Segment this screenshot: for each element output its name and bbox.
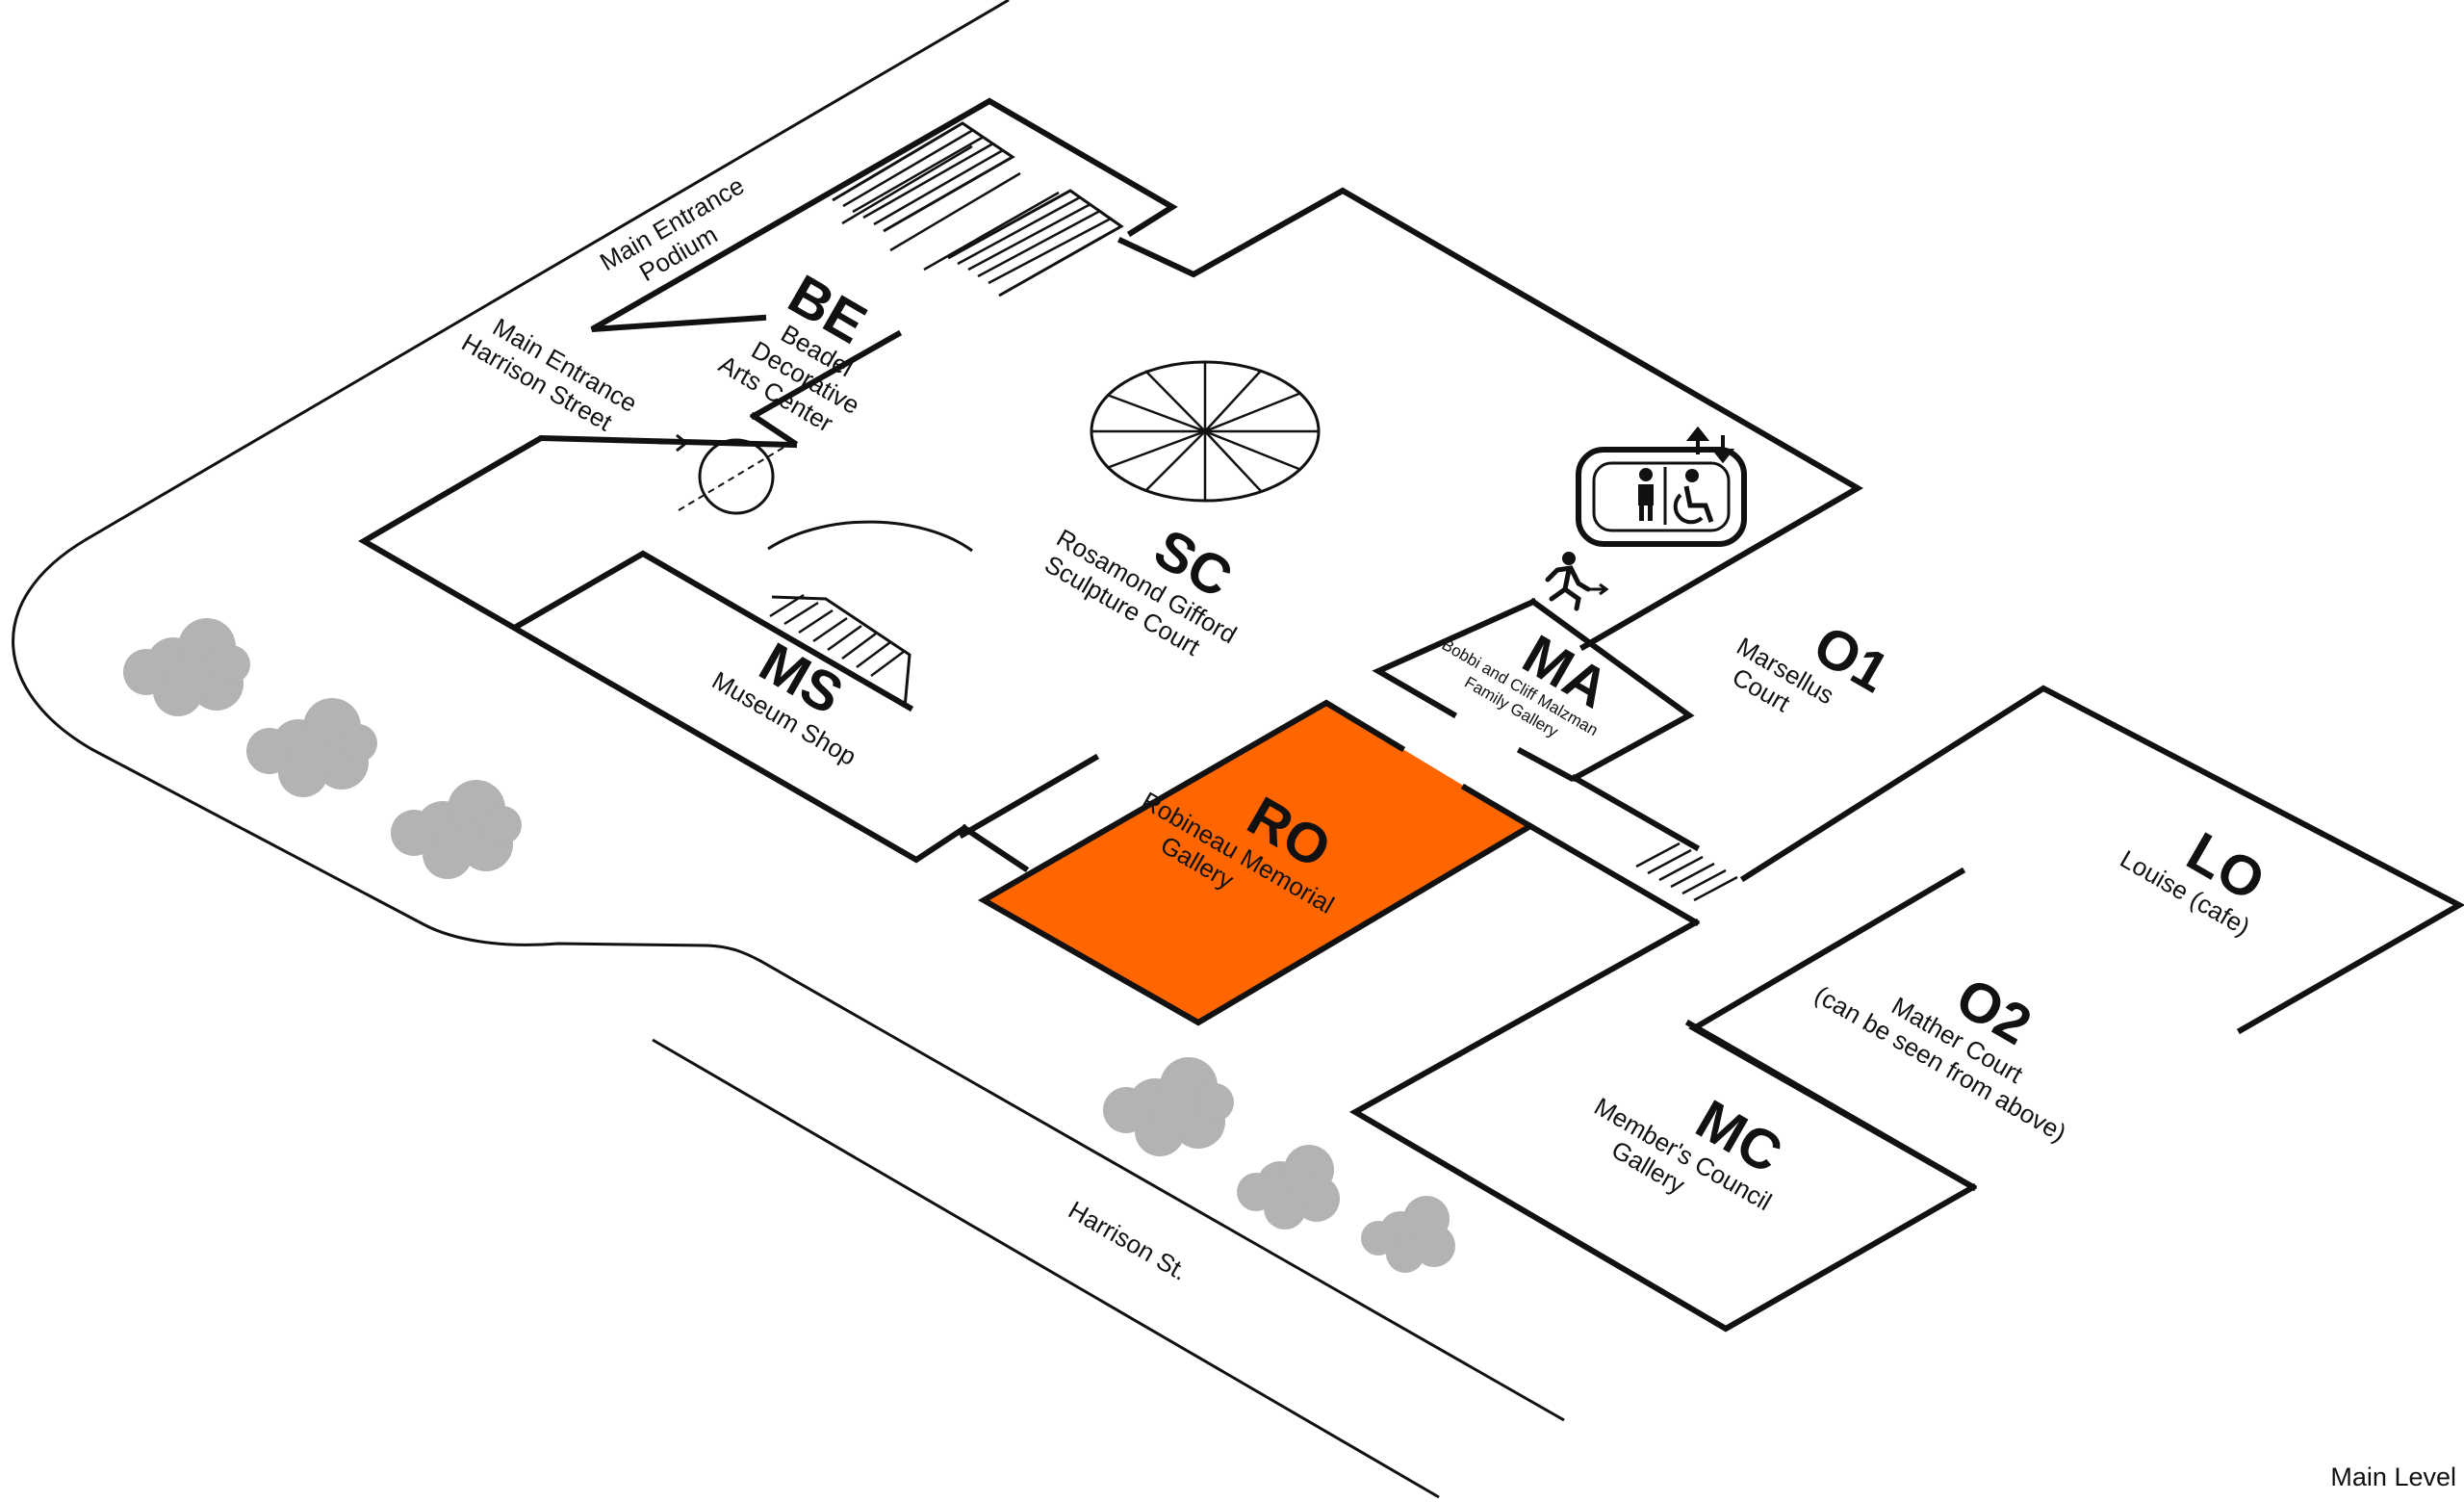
stairs-corridor: [1635, 842, 1738, 902]
entrance-harrison-label: Main Entrance Harrison Street: [457, 312, 643, 437]
building-walls: [358, 97, 2464, 1333]
accessible-icon: [1673, 469, 1714, 525]
room-ro-wall: [977, 699, 1536, 1026]
door-arc: [767, 520, 973, 553]
restroom-icon: [1576, 447, 1747, 547]
emergency-exit-icon: [1545, 552, 1609, 611]
stairs-shop: [769, 593, 911, 709]
trees: [123, 618, 1455, 1273]
room-ms-label: MS Museum Shop: [707, 631, 861, 771]
elevator-arrows-icon: [1685, 426, 1735, 464]
street-label: Harrison St.: [1064, 1195, 1193, 1286]
tree-icon: [1103, 1057, 1234, 1156]
tree-icon: [391, 780, 522, 879]
mc-wall: [1684, 1019, 1978, 1192]
stairs-top: [832, 121, 1124, 298]
street-edge: [652, 1038, 1440, 1499]
entrance-dash: [678, 442, 792, 511]
level-label: Main Level: [2330, 1463, 2456, 1491]
room-ro-highlight[interactable]: [984, 703, 1530, 1023]
tree-icon: [1237, 1145, 1340, 1230]
tree-icon: [123, 618, 250, 716]
entrance-turnstile: [698, 438, 775, 515]
room-ma-label: MA Bobbi and Cliff Malzman Family Galler…: [1439, 623, 1619, 741]
room-sc-label: SC Rosamond Gifford Sculpture Court: [1040, 517, 1242, 661]
spiral-stair-icon: [1090, 360, 1321, 503]
tree-icon: [246, 698, 377, 797]
room-o1-label: O1 Marsellus Court: [1728, 613, 1899, 718]
tree-icon: [1361, 1196, 1455, 1273]
room-lo-label: LO Louise (cafe): [2116, 820, 2275, 942]
entrance-arrow-icon: [659, 433, 689, 453]
room-o2-label: O2 Mather Court (can be seen from above): [1810, 966, 2071, 1148]
sidewalk-curb: [12, 0, 1565, 1422]
